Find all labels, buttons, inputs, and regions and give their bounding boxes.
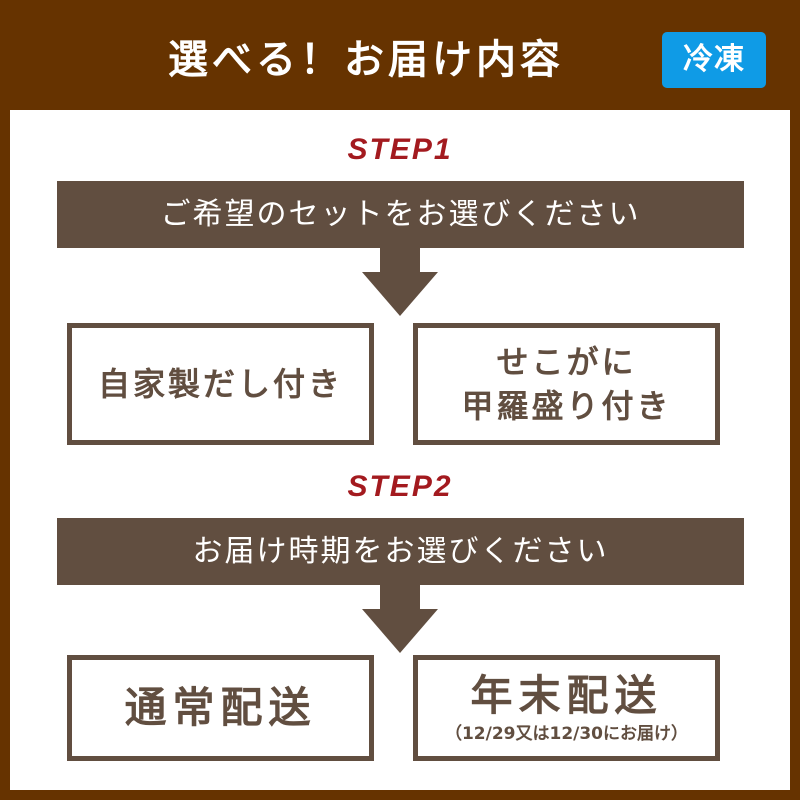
option-note: （12/29又は12/30にお届け） <box>444 724 689 744</box>
option-label: 年末配送 <box>470 671 663 720</box>
option-label: 通常配送 <box>124 683 317 732</box>
step2-instruction-bar: お届け時期をお選びください <box>57 518 744 585</box>
option-yearend-delivery[interactable]: 年末配送 （12/29又は12/30にお届け） <box>413 655 720 761</box>
option-label-line2: 甲羅盛り付き <box>461 387 672 425</box>
step1-down-arrow-icon <box>362 248 438 316</box>
option-sekogani[interactable]: せこがに 甲羅盛り付き <box>413 323 720 445</box>
option-dashi[interactable]: 自家製だし付き <box>67 323 374 445</box>
step2-label: STEP2 <box>347 470 453 503</box>
step1-label: STEP1 <box>347 133 453 166</box>
option-label-line1: せこがに <box>496 343 637 381</box>
page-title: 選べる！お届け内容 <box>168 37 564 83</box>
step1-instruction-bar: ご希望のセットをお選びください <box>57 181 744 248</box>
frozen-badge: 冷凍 <box>662 32 766 88</box>
option-normal-delivery[interactable]: 通常配送 <box>67 655 374 761</box>
step2-down-arrow-icon <box>362 585 438 653</box>
option-label: 自家製だし付き <box>97 365 343 403</box>
